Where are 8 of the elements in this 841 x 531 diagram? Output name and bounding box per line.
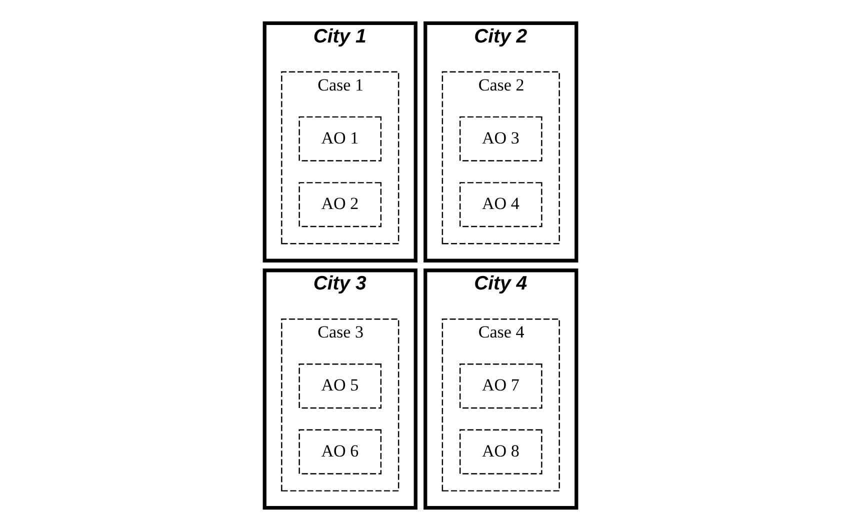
node-box: AO 5 <box>298 364 382 409</box>
node-box: AO 3 <box>459 116 542 162</box>
node-box: AO 2 <box>298 182 382 228</box>
node-box: AO 1 <box>298 116 382 162</box>
node-box: AO 4 <box>459 182 542 228</box>
node-box: AO 8 <box>459 429 542 474</box>
node-box: AO 7 <box>459 364 542 409</box>
node-box: AO 6 <box>298 429 382 474</box>
